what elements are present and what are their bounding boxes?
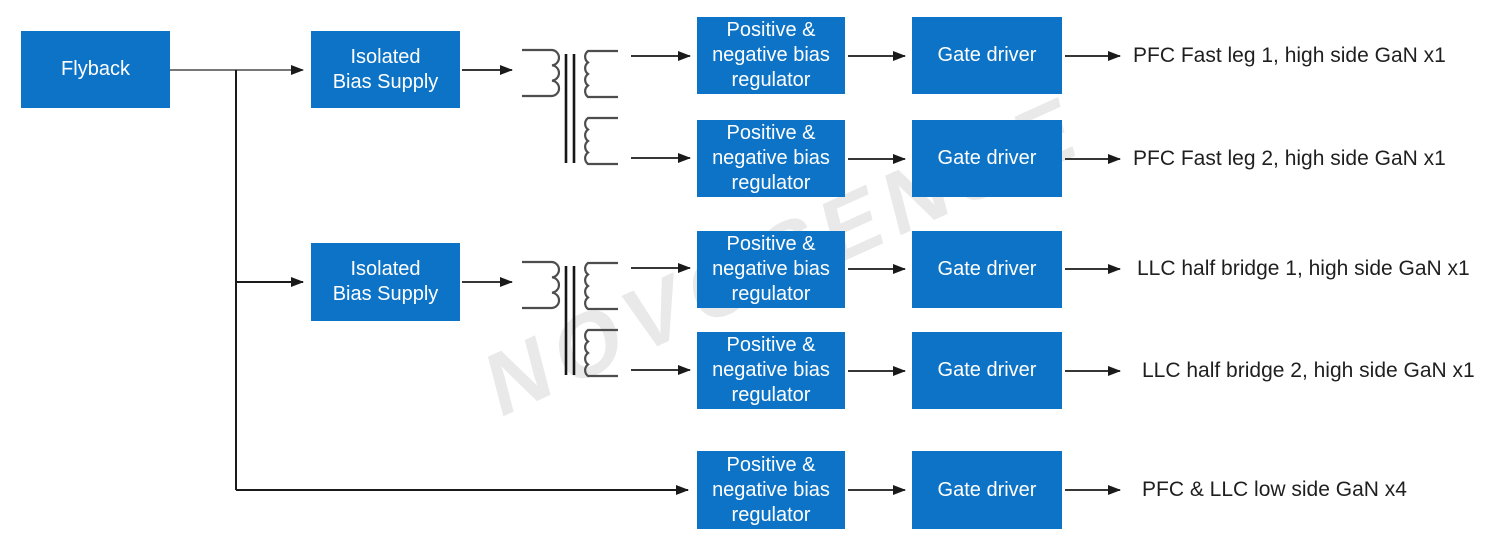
- isolated-bias-supply-2-label: Isolated Bias Supply: [332, 258, 439, 305]
- transformer-1-primary-coil: [522, 48, 561, 98]
- gate-driver-box-row1: Gate driver: [912, 17, 1062, 94]
- output-label-row2: PFC Fast leg 2, high side GaN x1: [1133, 147, 1446, 170]
- transformer-2-secondary-coil-top: [584, 261, 618, 311]
- isolated-bias-supply-1-label: Isolated Bias Supply: [332, 45, 439, 93]
- isolated-bias-supply-1-box: Isolated Bias Supply: [311, 31, 460, 108]
- transformer-1-icon: [522, 48, 618, 166]
- gate-driver-box-row2: Gate driver: [912, 120, 1062, 197]
- regulator-label-row4: Positive & negative bias regulator: [712, 334, 830, 406]
- gate-driver-label-row2: Gate driver: [937, 147, 1037, 169]
- output-label-row3: LLC half bridge 1, high side GaN x1: [1137, 257, 1470, 280]
- transformer-2-icon: [522, 260, 618, 378]
- transformer-1-core: [564, 54, 576, 163]
- regulator-box-row3: Positive & negative bias regulator: [697, 231, 845, 308]
- transformer-1-secondary-coil-bottom: [584, 116, 618, 166]
- transformer-1-secondary-coil-top: [584, 49, 618, 99]
- gate-driver-box-row3: Gate driver: [912, 231, 1062, 308]
- gate-driver-box-row4: Gate driver: [912, 332, 1062, 409]
- transformer-2-primary-coil: [522, 260, 561, 310]
- gate-driver-label-row4: Gate driver: [937, 359, 1037, 381]
- regulator-label-row1: Positive & negative bias regulator: [712, 19, 830, 91]
- regulator-box-row5: Positive & negative bias regulator: [697, 451, 845, 529]
- output-label-row5: PFC & LLC low side GaN x4: [1142, 478, 1407, 501]
- regulator-box-row4: Positive & negative bias regulator: [697, 332, 845, 409]
- regulator-label-row5: Positive & negative bias regulator: [712, 453, 830, 526]
- gate-driver-label-row3: Gate driver: [937, 258, 1037, 280]
- isolated-bias-supply-2-box: Isolated Bias Supply: [311, 243, 460, 321]
- regulator-label-row2: Positive & negative bias regulator: [712, 122, 830, 194]
- regulator-box-row1: Positive & negative bias regulator: [697, 17, 845, 94]
- output-label-row4: LLC half bridge 2, high side GaN x1: [1142, 359, 1475, 382]
- flyback-label: Flyback: [61, 58, 130, 80]
- gate-driver-label-row1: Gate driver: [937, 44, 1037, 66]
- output-label-row1: PFC Fast leg 1, high side GaN x1: [1133, 44, 1446, 67]
- transformer-2-secondary-coil-bottom: [584, 328, 618, 378]
- flyback-box: Flyback: [21, 31, 170, 108]
- transformer-2-core: [564, 266, 576, 375]
- regulator-box-row2: Positive & negative bias regulator: [697, 120, 845, 197]
- gate-driver-label-row5: Gate driver: [937, 478, 1037, 501]
- regulator-label-row3: Positive & negative bias regulator: [712, 233, 830, 305]
- gate-driver-box-row5: Gate driver: [912, 451, 1062, 529]
